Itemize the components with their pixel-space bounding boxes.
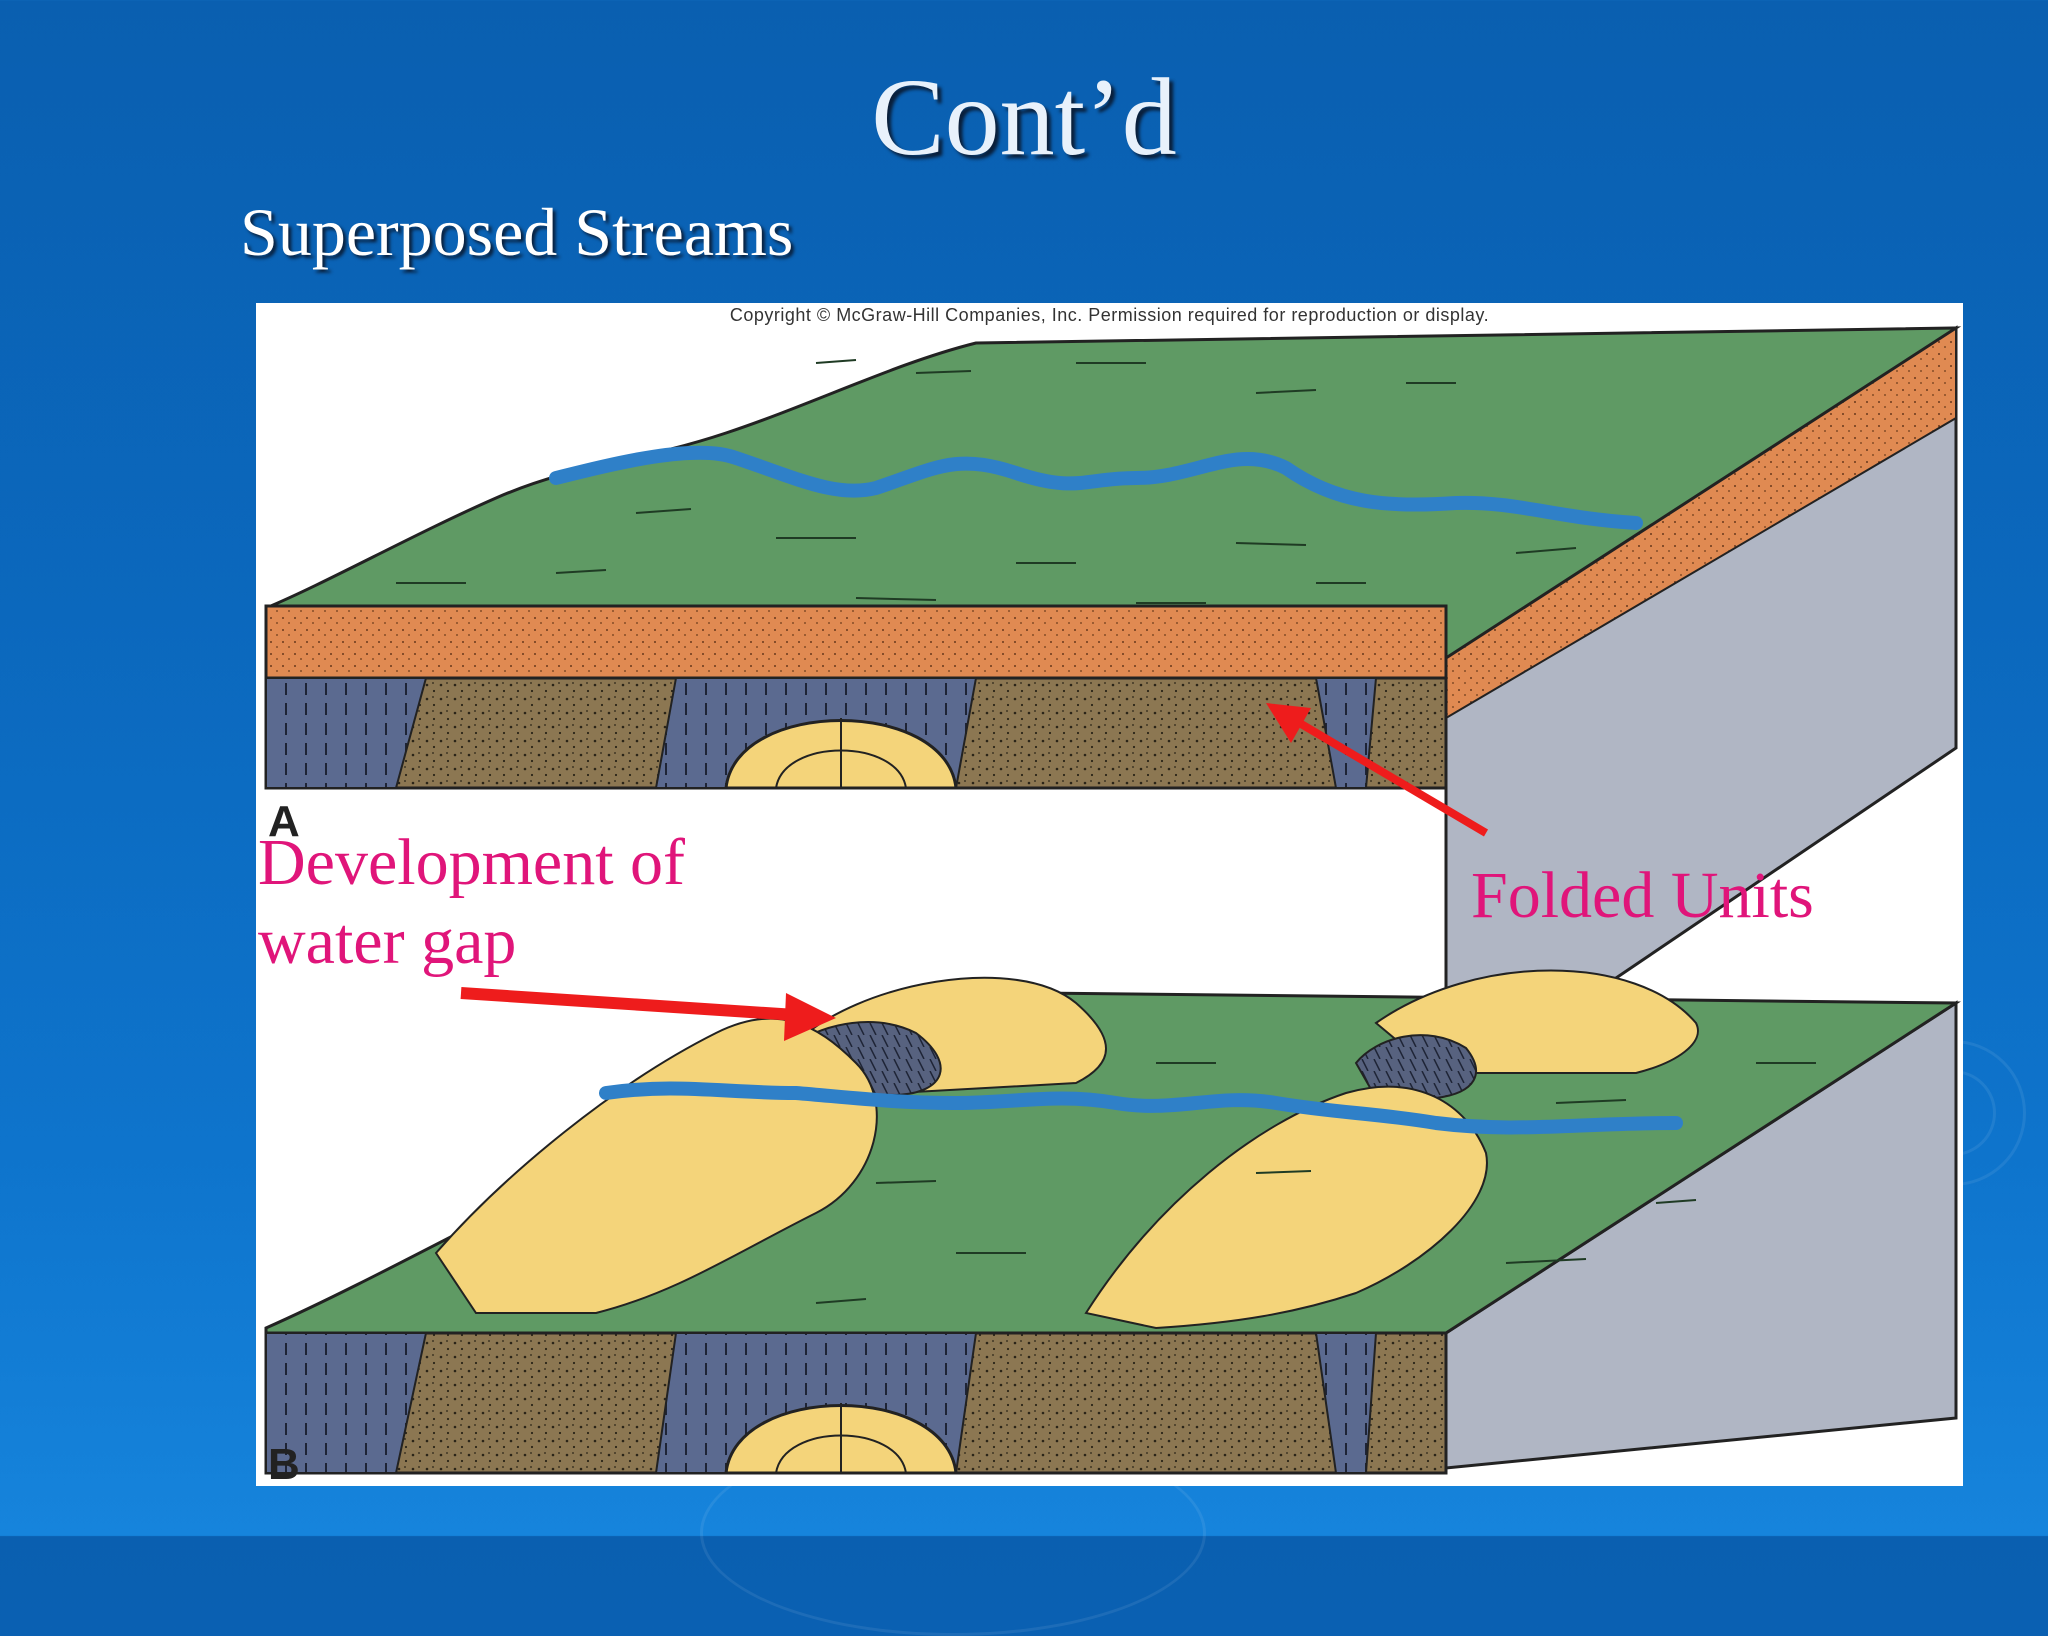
panel-a-block [264, 325, 1962, 1096]
panel-a-label: A [268, 797, 300, 846]
water-gap-annotation-line1: Development of [258, 826, 686, 899]
water-gap-annotation-line2: water gap [258, 905, 517, 979]
folded-units-arrow [1266, 703, 1489, 837]
slide-title: Cont’d [871, 56, 1177, 178]
folded-units-annotation: Folded Units [1471, 859, 1814, 932]
block-diagram-figure: Copyright © McGraw-Hill Companies, Inc. … [256, 303, 1963, 1486]
block-diagram-svg [264, 325, 1962, 1475]
panel-b-label: B [268, 1440, 300, 1487]
copyright-notice: Copyright © McGraw-Hill Companies, Inc. … [729, 305, 1490, 325]
slide-subtitle: Superposed Streams [240, 194, 794, 270]
water-gap-arrow [460, 987, 836, 1041]
panel-b-block [264, 969, 1961, 1475]
water-gap-annotation: Development of water gap [258, 823, 685, 981]
